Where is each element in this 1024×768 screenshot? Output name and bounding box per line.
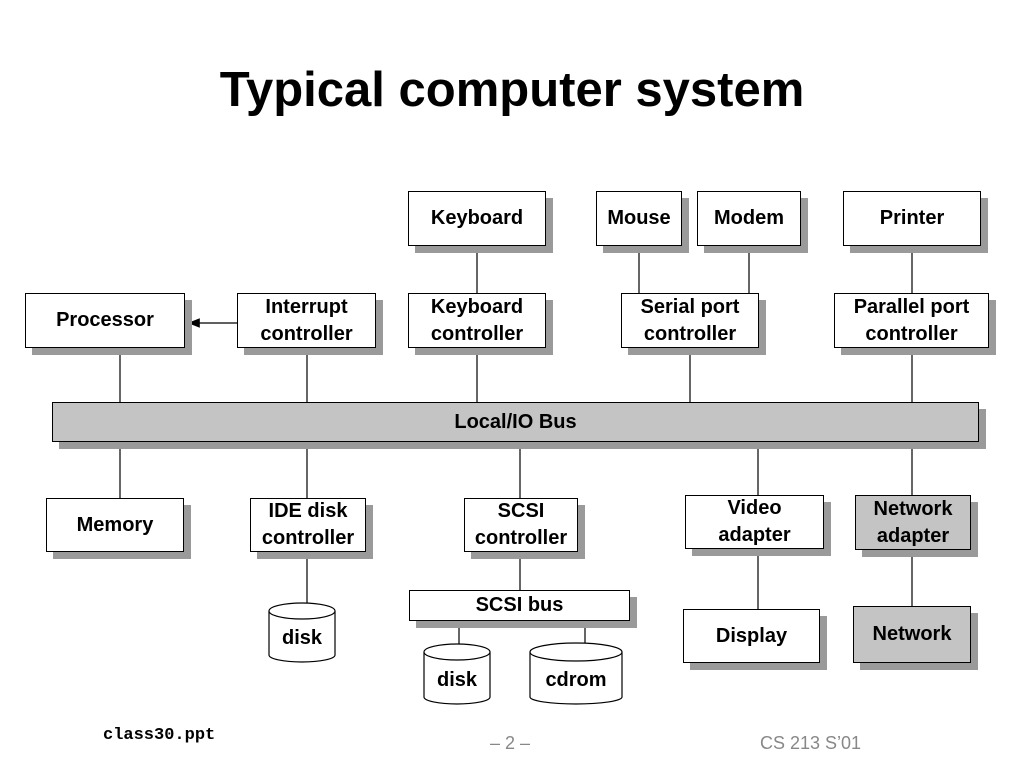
printer-box: Printer <box>843 191 981 246</box>
serial-port-controller-box: Serial port controller <box>621 293 759 348</box>
scsi-disk-cylinder-icon <box>423 652 491 705</box>
memory-box: Memory <box>46 498 184 552</box>
local-io-bus: Local/IO Bus <box>52 402 979 442</box>
scsi-disk-cylinder-top-icon <box>423 643 491 661</box>
footer-course: CS 213 S’01 <box>760 733 862 753</box>
network-label: Network <box>872 623 952 645</box>
processor-box: Processor <box>25 293 185 348</box>
network-adapter-box: Network adapter <box>855 495 971 550</box>
printer-label: Printer <box>879 207 945 229</box>
keyboard-box: Keyboard <box>408 191 546 246</box>
ide-disk-cylinder-top-icon <box>268 602 336 620</box>
processor-label: Processor <box>56 309 154 331</box>
interrupt-controller-box: Interrupt controller <box>237 293 376 348</box>
network-adapter-label: Network adapter <box>873 497 953 547</box>
page-title: Typical computer system <box>219 63 805 117</box>
mouse-label: Mouse <box>607 207 671 229</box>
interrupt-controller-label: Interrupt controller <box>260 295 353 345</box>
cdrom-label: cdrom <box>545 669 607 691</box>
serial-port-controller-label: Serial port controller <box>640 295 740 345</box>
scsi-bus-label: SCSI bus <box>475 594 564 616</box>
keyboard-controller-box: Keyboard controller <box>408 293 546 348</box>
footer-filename: class30.ppt <box>103 726 216 745</box>
cdrom-cylinder-top-icon <box>529 642 623 662</box>
scsi-disk-label: disk <box>436 669 478 691</box>
parallel-port-controller-label: Parallel port controller <box>853 295 970 345</box>
keyboard-controller-label: Keyboard controller <box>430 295 524 345</box>
cdrom-cylinder-icon <box>529 652 623 705</box>
parallel-port-controller-box: Parallel port controller <box>834 293 989 348</box>
ide-disk-controller-box: IDE disk controller <box>250 498 366 552</box>
memory-label: Memory <box>76 513 154 536</box>
ide-disk-label: disk <box>281 627 323 649</box>
video-adapter-label: Video adapter <box>718 497 791 546</box>
scsi-bus-box: SCSI bus <box>409 590 630 621</box>
keyboard-label: Keyboard <box>430 207 524 229</box>
mouse-box: Mouse <box>596 191 682 246</box>
display-label: Display <box>715 624 788 647</box>
scsi-controller-label: SCSI controller <box>474 500 568 549</box>
video-adapter-box: Video adapter <box>685 495 824 549</box>
ide-disk-controller-label: IDE disk controller <box>261 500 355 549</box>
ide-disk-cylinder-icon <box>268 611 336 663</box>
network-box: Network <box>853 606 971 663</box>
footer-page-number: – 2 – <box>489 733 531 753</box>
modem-box: Modem <box>697 191 801 246</box>
modem-label: Modem <box>714 207 784 229</box>
display-box: Display <box>683 609 820 663</box>
scsi-controller-box: SCSI controller <box>464 498 578 552</box>
local-io-bus-label: Local/IO Bus <box>454 410 577 433</box>
